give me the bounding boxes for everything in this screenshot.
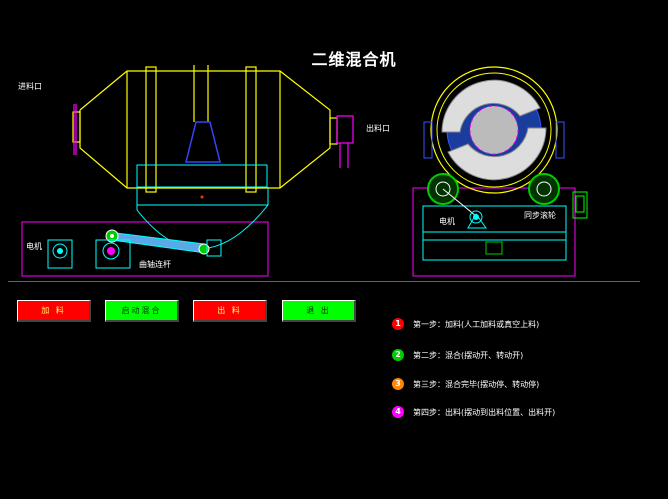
motor-left-label: 电机 <box>26 242 42 251</box>
inlet-label: 进料口 <box>18 82 42 91</box>
step-3-text: 第三步：混合完毕(摆动停、转动停) <box>413 380 540 389</box>
sync-roller-label: 同步滚轮 <box>524 211 556 220</box>
step-4-badge: 4 <box>392 406 404 418</box>
load-button[interactable]: 加 料 <box>17 300 91 322</box>
step-2-badge: 2 <box>392 349 404 361</box>
divider <box>8 281 640 282</box>
discharge-button[interactable]: 出 料 <box>193 300 267 322</box>
step-4-text: 第四步：出料(摆动到出料位置、出料开) <box>413 408 556 417</box>
exit-button[interactable]: 退 出 <box>282 300 356 322</box>
outlet-label: 出料口 <box>366 124 390 133</box>
motor-right-label: 电机 <box>439 217 455 226</box>
crank-label: 曲轴连杆 <box>139 260 171 269</box>
page-title: 二维混合机 <box>311 50 397 69</box>
step-1-text: 第一步：加料(人工加料或真空上料) <box>413 320 540 329</box>
step-2-text: 第二步：混合(摆动开、转动开) <box>413 351 524 360</box>
step-1-badge: 1 <box>392 318 404 330</box>
step-3-badge: 3 <box>392 378 404 390</box>
start-mix-button[interactable]: 启动混合 <box>105 300 179 322</box>
